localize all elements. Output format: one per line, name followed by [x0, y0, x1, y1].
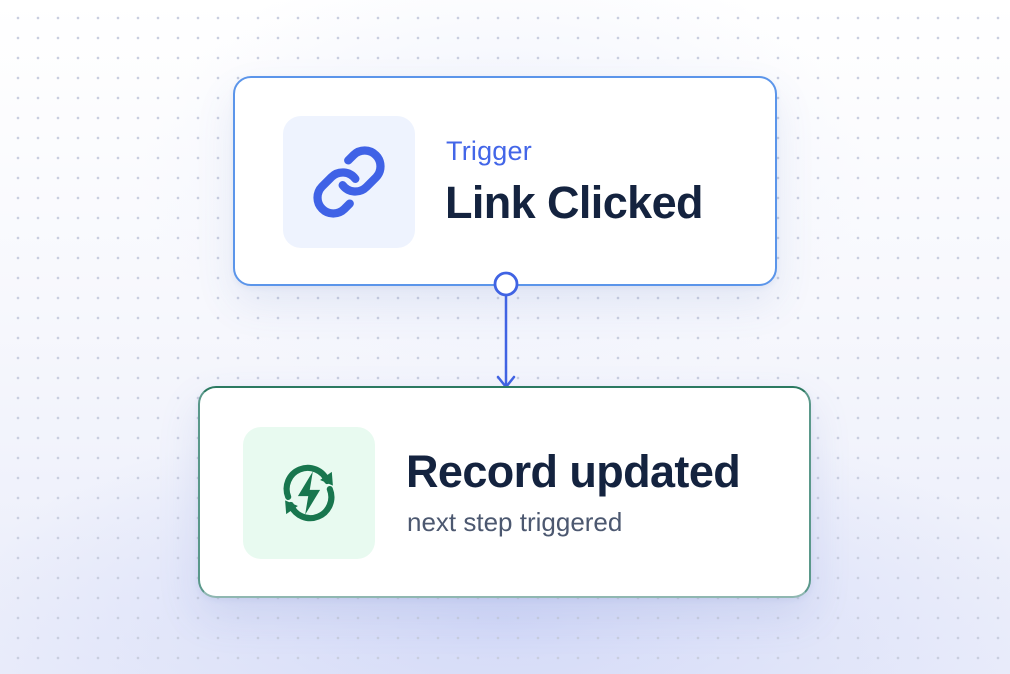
action-title: Record updated: [406, 446, 741, 497]
action-subtitle: next step triggered: [407, 507, 623, 537]
action-icon-box: [243, 427, 375, 559]
connector: [493, 271, 519, 389]
link-icon: [313, 146, 385, 218]
trigger-kicker: Trigger: [446, 136, 532, 166]
action-node[interactable]: Record updated next step triggered: [198, 386, 811, 598]
trigger-icon-box: [283, 116, 415, 248]
trigger-node[interactable]: Trigger Link Clicked: [233, 76, 777, 286]
connector-handle[interactable]: [493, 271, 519, 297]
trigger-title: Link Clicked: [445, 177, 703, 228]
refresh-bolt-icon: [283, 464, 335, 522]
